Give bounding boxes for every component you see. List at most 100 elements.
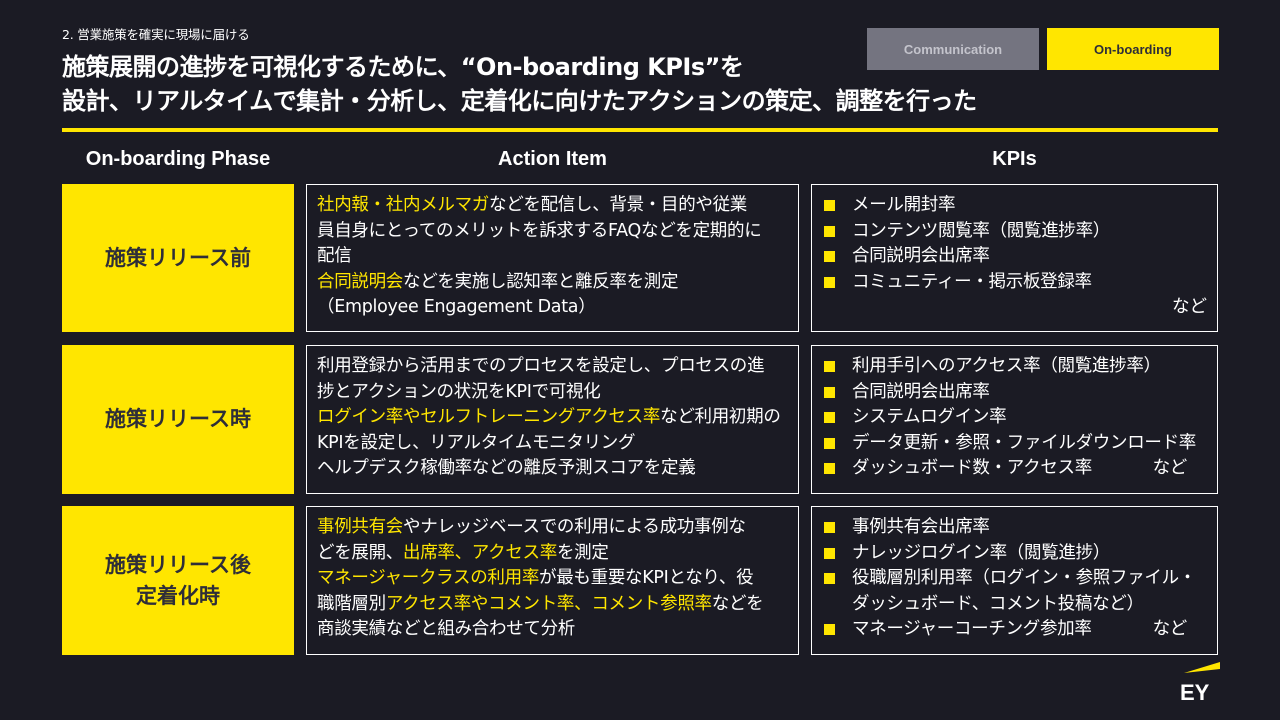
kpi-box-pre-release: メール開封率コンテンツ閲覧率（閲覧進捗率） 合同説明会出席率コミュニティー・掲示板… xyxy=(811,184,1218,332)
kpi-text: 合同説明会出席率 xyxy=(852,246,990,266)
kpi-text: コンテンツ閲覧率（閲覧進捗率） xyxy=(852,220,1110,241)
action-line: KPIを設定し、リアルタイムモニタリング xyxy=(317,431,788,457)
kpi-item: メール開封率 xyxy=(822,193,1207,219)
ey-logo-text: EY xyxy=(1180,680,1210,704)
action-line: 捗とアクションの状況をKPIで可視化 xyxy=(317,380,788,406)
kpi-text: システムログイン率 xyxy=(852,407,1007,427)
kpi-suffix: など xyxy=(1152,619,1188,639)
kpi-item: コミュニティー・掲示板登録率 xyxy=(822,270,1207,296)
action-line: ログイン率やセルフトレーニングアクセス率など利用初期の xyxy=(317,405,788,431)
action-line: どを展開、出席率、アクセス率を測定 xyxy=(317,541,788,567)
action-text: などを xyxy=(711,593,764,614)
tab-communication[interactable]: Communication xyxy=(867,28,1039,70)
kpi-text: データ更新・参照・ファイルダウンロード率 xyxy=(852,432,1196,453)
action-text: などを実施し認知率と離反率を測定 xyxy=(403,271,679,292)
kpi-item: 事例共有会出席率 xyxy=(822,515,1207,541)
kpi-text: 役職層別利用率（ログイン・参照ファイル・ xyxy=(852,568,1196,588)
kpi-text: ダッシュボード数・アクセス率 xyxy=(852,458,1092,478)
kpi-text: メール開封率 xyxy=(852,195,956,215)
square-bullet-icon xyxy=(824,412,835,423)
action-text: KPIを設定し、リアルタイムモニタリング xyxy=(317,432,636,453)
kpi-suffix: など xyxy=(1152,458,1188,478)
title-line-1: 施策展開の進捗を可視化するために、“On-boarding KPIs”を xyxy=(62,53,744,81)
kpi-text: ナレッジログイン率（閲覧進捗） xyxy=(852,542,1110,563)
title-line-2: 設計、リアルタイムで集計・分析し、定着化に向けたアクションの策定、調整を行った xyxy=(62,87,977,115)
action-line: 商談実績などと組み合わせて分析 xyxy=(317,617,788,643)
kpi-text: 利用手引へのアクセス率（閲覧進捗率） xyxy=(852,356,1161,376)
action-text: 員自身にとってのメリットを訴求するFAQなどを定期的に xyxy=(317,220,762,241)
highlight-text: 事例共有会 xyxy=(317,517,403,537)
highlight-text: 社内報・社内メルマガ xyxy=(317,195,489,215)
kpi-text: 合同説明会出席率 xyxy=(852,381,990,402)
column-header-kpis: KPIs xyxy=(992,148,1037,170)
square-bullet-icon xyxy=(824,573,835,584)
action-text: などを配信し、背景・目的や従業 xyxy=(489,195,747,215)
page-title: 施策展開の進捗を可視化するために、“On-boarding KPIs”を 設計、… xyxy=(62,50,1062,118)
kpi-item: データ更新・参照・ファイルダウンロード率 xyxy=(822,431,1207,457)
action-box-release: 利用登録から活用までのプロセスを設定し、プロセスの進捗とアクションの状況をKPI… xyxy=(306,345,799,494)
action-box-pre-release: 社内報・社内メルマガなどを配信し、背景・目的や従業員自身にとってのメリットを訴求… xyxy=(306,184,799,332)
action-line: 職階層別アクセス率やコメント率、コメント参照率などを xyxy=(317,592,788,618)
tab-bar: Communication On-boarding xyxy=(867,28,1219,70)
action-text: やナレッジベースでの利用による成功事例な xyxy=(403,517,746,537)
kpi-item: マネージャーコーチング参加率 など xyxy=(822,617,1207,643)
column-header-action: Action Item xyxy=(498,148,607,170)
kpi-text: マネージャーコーチング参加率 xyxy=(852,619,1092,639)
action-text: 利用登録から活用までのプロセスを設定し、プロセスの進 xyxy=(317,356,765,376)
square-bullet-icon xyxy=(824,624,835,635)
kpi-suffix: など xyxy=(1172,297,1207,317)
action-box-post-release: 事例共有会やナレッジベースでの利用による成功事例などを展開、出席率、アクセス率を… xyxy=(306,506,799,655)
action-text: （Employee Engagement Data） xyxy=(317,297,596,317)
kpi-text: コミュニティー・掲示板登録率 xyxy=(852,271,1092,292)
square-bullet-icon xyxy=(824,200,835,211)
square-bullet-icon xyxy=(824,386,835,398)
kpi-text: 事例共有会出席率 xyxy=(852,517,990,537)
action-text: 配信 xyxy=(317,246,352,266)
kpi-item: 合同説明会出席率 xyxy=(822,380,1207,406)
action-line: 利用登録から活用までのプロセスを設定し、プロセスの進 xyxy=(317,354,788,380)
action-line: （Employee Engagement Data） xyxy=(317,295,788,321)
action-line: 員自身にとってのメリットを訴求するFAQなどを定期的に xyxy=(317,219,788,245)
phase-box-post-release: 施策リリース後 定着化時 xyxy=(62,506,294,655)
kpi-item: コンテンツ閲覧率（閲覧進捗率） xyxy=(822,219,1207,245)
highlight-text: マネージャークラスの利用率 xyxy=(317,568,540,588)
square-bullet-icon xyxy=(824,251,835,262)
action-text: 商談実績などと組み合わせて分析 xyxy=(317,619,575,639)
action-text: どを展開、 xyxy=(317,542,403,563)
highlight-text: ログイン率やセルフトレーニングアクセス率 xyxy=(317,407,661,427)
square-bullet-icon xyxy=(824,225,835,237)
kpi-item-continuation: ダッシュボード、コメント投稿など） xyxy=(852,593,1144,614)
action-text: ヘルプデスク稼働率などの離反予測スコアを定義 xyxy=(317,458,696,478)
kpi-item: 合同説明会出席率 xyxy=(822,244,1207,270)
square-bullet-icon xyxy=(824,463,835,474)
kpi-item: 利用手引へのアクセス率（閲覧進捗率） xyxy=(822,354,1207,380)
title-divider xyxy=(62,128,1218,132)
action-line: 配信 xyxy=(317,244,788,270)
action-line: 合同説明会などを実施し認知率と離反率を測定 xyxy=(317,270,788,296)
kpi-box-post-release: 事例共有会出席率ナレッジログイン率（閲覧進捗） 役職層別利用率（ログイン・参照ファ… xyxy=(811,506,1218,655)
highlight-text: 合同説明会 xyxy=(317,271,403,292)
square-bullet-icon xyxy=(824,522,835,533)
phase-box-pre-release: 施策リリース前 xyxy=(62,184,294,332)
section-label: 2. 営業施策を確実に現場に届ける xyxy=(62,27,250,42)
ey-logo: EY xyxy=(1180,660,1220,705)
square-bullet-icon xyxy=(824,547,835,559)
action-line: ヘルプデスク稼働率などの離反予測スコアを定義 xyxy=(317,456,788,482)
square-bullet-icon xyxy=(824,437,835,449)
action-text: が最も重要なKPIとなり、役 xyxy=(539,568,754,588)
tab-on-boarding[interactable]: On-boarding xyxy=(1047,28,1219,70)
highlight-text: 出席率、アクセス率 xyxy=(403,542,557,563)
highlight-text: アクセス率やコメント率、コメント参照率 xyxy=(385,593,712,614)
action-line: 社内報・社内メルマガなどを配信し、背景・目的や従業 xyxy=(317,193,788,219)
square-bullet-icon xyxy=(824,361,835,372)
column-header-phase: On-boarding Phase xyxy=(85,148,271,170)
action-text: を測定 xyxy=(556,542,609,563)
kpi-box-release: 利用手引へのアクセス率（閲覧進捗率） 合同説明会出席率システムログイン率データ更新… xyxy=(811,345,1218,494)
kpi-item: ナレッジログイン率（閲覧進捗） xyxy=(822,541,1207,567)
action-text: 職階層別 xyxy=(317,593,386,614)
ey-logo-beam-icon: EY xyxy=(1180,662,1220,705)
action-text: 捗とアクションの状況をKPIで可視化 xyxy=(317,381,601,402)
phase-box-release: 施策リリース時 xyxy=(62,345,294,494)
action-text: など利用初期の xyxy=(660,407,781,427)
